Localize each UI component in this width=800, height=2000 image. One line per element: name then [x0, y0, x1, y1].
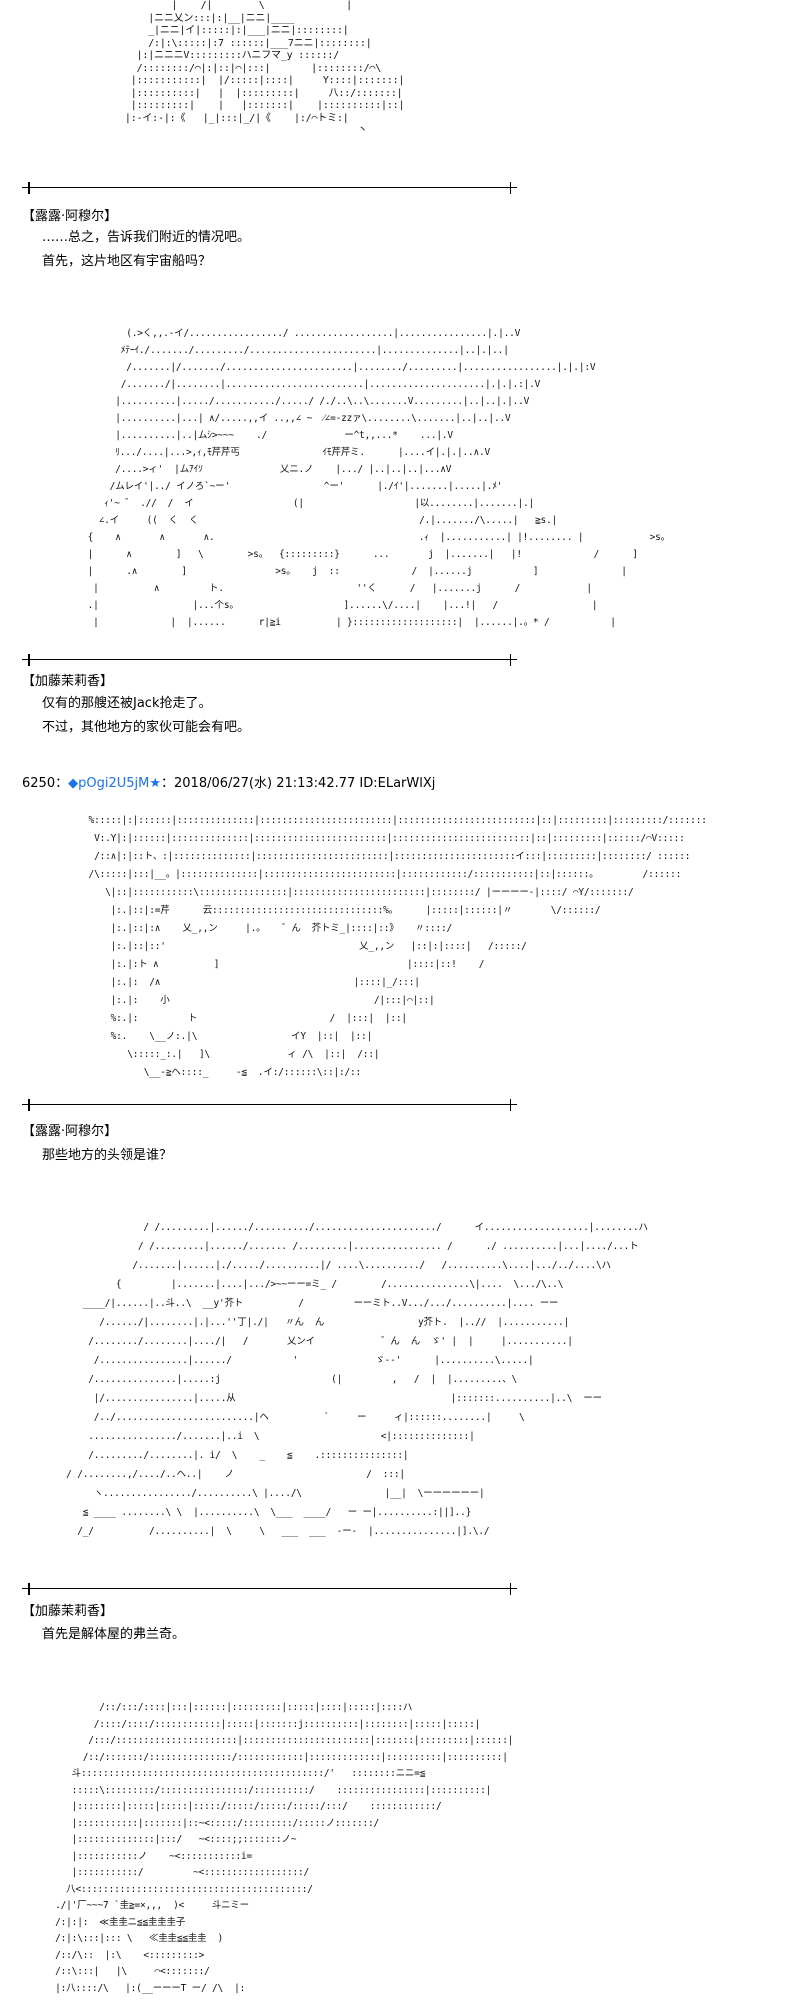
- dialogue-line: 不过，其他地方的家伙可能会有吧。: [42, 720, 251, 735]
- post-meta: ：2018/06/27(水) 21:13:42.77 ID:ELarWlXj: [161, 776, 436, 791]
- speaker-name: 【加藤茉莉香】: [22, 674, 114, 689]
- speaker-name: 【加藤茉莉香】: [22, 1604, 114, 1619]
- dialogue-line: 那些地方的头领是谁？: [42, 1148, 173, 1163]
- star-icon: ★: [149, 776, 161, 791]
- divider-1: [22, 182, 517, 194]
- ascii-art-1: | /| \ | |ニニ乂ン:::|:|__|ニニ|____ _|ニニ|イ|::…: [124, 0, 405, 136]
- ascii-art-4: / /.........|....../........../.........…: [66, 1222, 648, 1537]
- ascii-art-2: (.>く,,.-イ/................./ ...........…: [87, 328, 671, 628]
- divider-3: [22, 1099, 517, 1111]
- ascii-art-3: %:::::|:|::::::|::::::::::::::|:::::::::…: [88, 815, 707, 1078]
- speaker-name: 【露露·阿穆尔】: [22, 209, 118, 224]
- speaker-name: 【露露·阿穆尔】: [22, 1124, 118, 1139]
- divider-2: [22, 654, 517, 666]
- post-number: 6250: [22, 776, 56, 791]
- post-tripcode[interactable]: pOgi2U5jM: [78, 776, 150, 791]
- dialogue-line: ……总之，告诉我们附近的情况吧。: [42, 230, 251, 245]
- divider-4: [22, 1583, 517, 1595]
- dialogue-line: 首先，这片地区有宇宙船吗？: [42, 254, 212, 269]
- dialogue-line: 首先是解体屋的弗兰奇。: [42, 1627, 186, 1642]
- diamond-icon: ◆: [68, 776, 79, 791]
- ascii-art-5: /::/:::/::::|:::|::::::|:::::::::|:::::|…: [55, 1702, 514, 1994]
- post-separator: ：: [55, 776, 69, 791]
- post-header: 6250：◆pOgi2U5jM★：2018/06/27(水) 21:13:42.…: [22, 772, 435, 791]
- dialogue-line: 仅有的那艘还被Jack抢走了。: [42, 696, 212, 711]
